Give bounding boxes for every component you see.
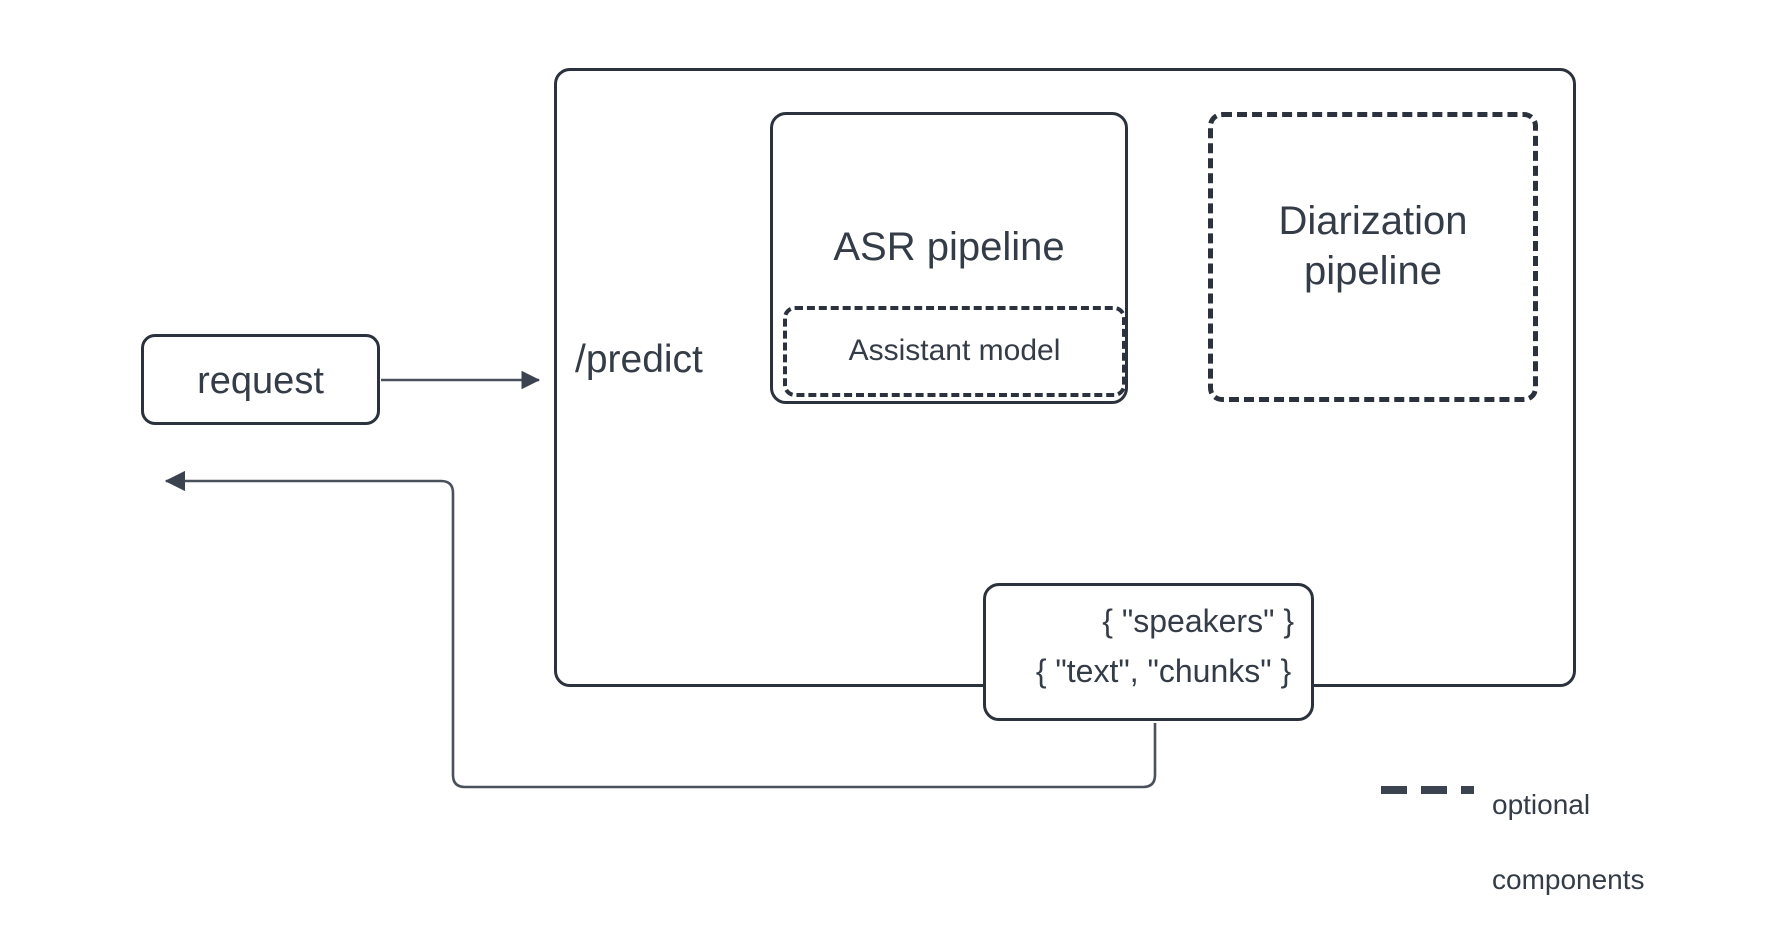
endpoint-label: /predict — [575, 338, 703, 381]
diarization-label-line1: Diarization — [1278, 199, 1468, 243]
request-label: request — [197, 360, 324, 402]
diarization-label-line2: pipeline — [1304, 249, 1442, 293]
output-payload-box — [983, 583, 1314, 721]
legend-line1: optional — [1492, 788, 1591, 820]
output-text-chunks-label: { "text", "chunks" } — [1035, 653, 1292, 689]
legend-line2: components — [1492, 864, 1645, 896]
request-box — [141, 334, 380, 425]
asr-pipeline-label: ASR pipeline — [833, 225, 1065, 269]
legend-label: optional components — [1492, 748, 1645, 899]
diarization-pipeline-box — [1208, 112, 1538, 402]
asr-pipeline-box — [770, 112, 1128, 404]
diarization-pipeline-label: Diarization pipeline — [1208, 196, 1538, 296]
assistant-model-label: Assistant model — [848, 334, 1061, 367]
output-speakers-label: { "speakers" } — [1102, 603, 1294, 639]
edge-output-to-response — [164, 470, 1157, 789]
assistant-model-box — [783, 306, 1126, 397]
